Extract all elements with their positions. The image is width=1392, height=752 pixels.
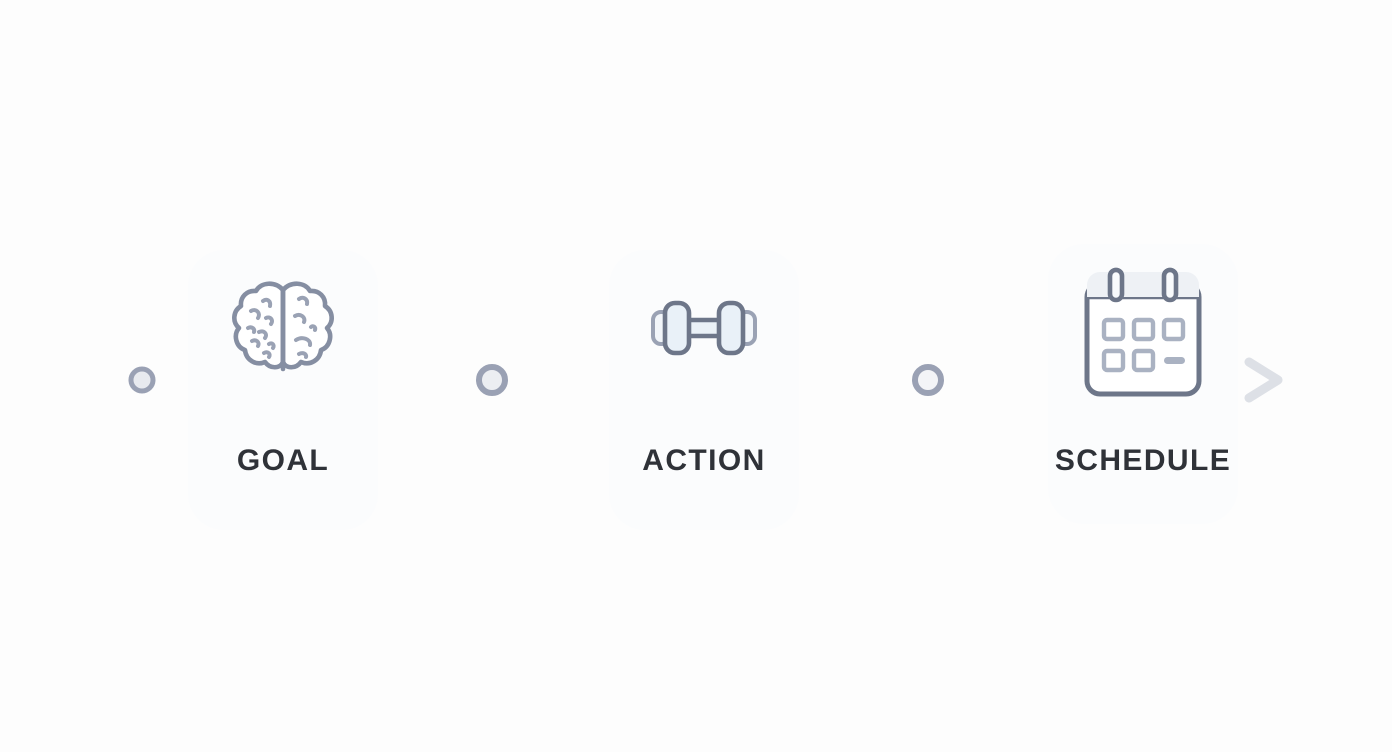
forward-arrow-icon <box>1244 357 1283 403</box>
node-start[interactable] <box>128 366 156 394</box>
calendar-icon <box>1077 258 1209 408</box>
node-mid-one[interactable] <box>476 364 508 396</box>
station-label-action: ACTION <box>642 444 766 477</box>
node-mid-two[interactable] <box>912 364 944 396</box>
brain-icon <box>223 268 343 388</box>
dumbbell-icon <box>644 268 764 388</box>
station-label-schedule: SCHEDULE <box>1054 444 1232 477</box>
station-label-goal: GOAL <box>236 444 330 477</box>
